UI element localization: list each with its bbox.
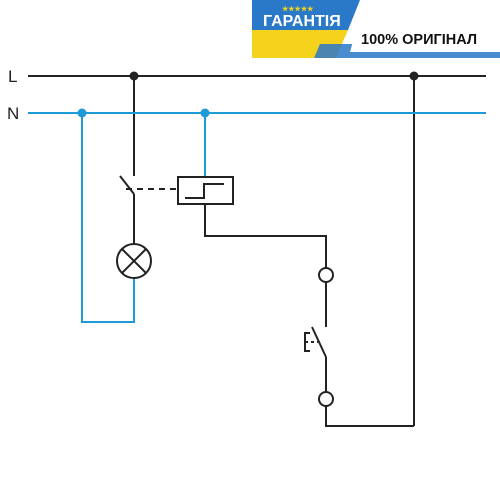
neutral-junction-dot xyxy=(200,108,210,118)
switch-contact xyxy=(119,175,135,195)
neutral-wiring xyxy=(28,112,486,323)
return-to-button-wire xyxy=(325,406,414,427)
guarantee-badge: ★★★★★ ГАРАНТІЯ 100% ОРИГІНАЛ xyxy=(252,0,500,58)
badge-white-plate xyxy=(350,24,500,52)
push-button xyxy=(304,267,334,407)
relay-to-button-wire xyxy=(204,204,327,268)
time-relay xyxy=(177,176,234,205)
live-wiring xyxy=(28,75,486,427)
push-button-terminal xyxy=(318,267,334,283)
neutral-line-label: N xyxy=(7,104,19,123)
badge-guarantee-label: ГАРАНТІЯ xyxy=(263,13,341,30)
live-junction-dot xyxy=(409,71,419,81)
push-button-terminal xyxy=(318,391,334,407)
time-relay-symbol xyxy=(185,183,224,199)
push-button-blade xyxy=(311,326,327,358)
lamp-icon xyxy=(116,243,152,279)
time-relay-box xyxy=(177,176,234,205)
lamp-cross xyxy=(121,248,147,274)
badge-blue-band xyxy=(252,0,360,30)
neutral-junction-dot xyxy=(77,108,87,118)
push-button-actuator-head xyxy=(304,332,310,352)
live-junction-dot xyxy=(129,71,139,81)
switch-contact-blade xyxy=(119,175,135,195)
neutral-to-lamp-wire xyxy=(81,113,135,323)
badge-stars: ★★★★★ xyxy=(282,5,314,13)
badge-original-label: 100% ОРИГІНАЛ xyxy=(361,32,477,48)
live-line-label: L xyxy=(8,67,17,86)
